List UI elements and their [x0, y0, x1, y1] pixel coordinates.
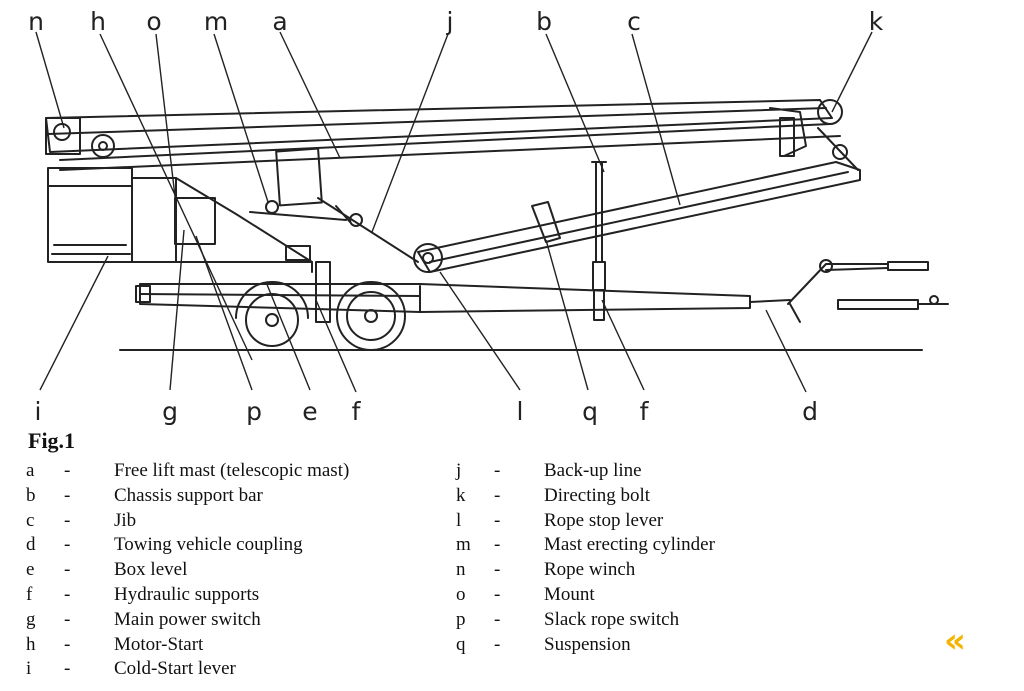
legend-dash: -	[64, 534, 71, 556]
brand-logo-icon: «	[944, 621, 966, 661]
legend-dash: -	[64, 658, 71, 680]
hydraulic-support	[591, 161, 607, 321]
legend-text: Back-up line	[544, 460, 642, 481]
figure-title: Fig.1	[28, 428, 76, 453]
jib	[413, 161, 861, 273]
directing-bolt	[769, 99, 859, 171]
legend-dash: -	[64, 559, 71, 581]
legend-text: Suspension	[544, 633, 631, 655]
callout-b: b	[536, 7, 552, 36]
legend-dash: -	[64, 509, 71, 531]
mast-erecting-cylinder	[249, 147, 347, 221]
callout-o: o	[146, 7, 161, 36]
callout-f-right: f	[640, 397, 650, 426]
legend-key: f	[26, 583, 33, 605]
legend-text: Slack rope switch	[544, 608, 680, 630]
callout-e: e	[302, 397, 317, 426]
legend-dash: -	[494, 460, 501, 481]
legend-dash: -	[64, 583, 71, 605]
legend-text: Jib	[114, 509, 137, 531]
back-up-line	[317, 197, 419, 263]
bottom-callouts: i g p e f l q f d	[35, 397, 818, 426]
legend-key: a	[26, 460, 35, 481]
top-callouts: n h o m a j b c k	[28, 7, 884, 36]
legend-key: h	[26, 633, 36, 655]
callout-h: h	[90, 7, 106, 36]
legend-dash: -	[494, 608, 501, 630]
legend-key: q	[456, 633, 466, 655]
legend-key: m	[456, 534, 471, 556]
legend-dash: -	[64, 484, 71, 506]
legend-dash: -	[494, 534, 501, 556]
legend-text: Main power switch	[114, 608, 261, 630]
callout-l: l	[517, 397, 524, 426]
legend-text: Motor-Start	[114, 633, 204, 655]
legend-dash: -	[64, 460, 71, 481]
legend-key: l	[456, 509, 462, 531]
legend-dash: -	[64, 608, 71, 630]
callout-d: d	[802, 397, 818, 426]
legend-text: Free lift mast (telescopic mast)	[114, 460, 350, 481]
legend-text: Towing vehicle coupling	[114, 534, 303, 556]
legend-text: Box level	[114, 559, 188, 581]
legend-key: o	[456, 583, 466, 605]
legend-key: c	[26, 509, 35, 531]
legend-text: Cold-Start lever	[114, 658, 236, 680]
legend-dash: -	[494, 509, 501, 531]
legend-key: d	[26, 534, 36, 556]
callout-f-left: f	[352, 397, 362, 426]
callout-n: n	[28, 7, 44, 36]
legend-text: Directing bolt	[544, 484, 651, 506]
legend-text: Rope winch	[544, 559, 636, 581]
suspension-bracket	[531, 201, 561, 243]
legend-dash: -	[494, 583, 501, 605]
towing-coupling	[749, 259, 949, 323]
callout-i: i	[35, 397, 42, 426]
mount-frame	[131, 177, 313, 273]
callout-k: k	[869, 7, 884, 36]
engine-box	[47, 167, 133, 263]
legend-key: b	[26, 484, 36, 506]
telescopic-mast	[45, 99, 841, 171]
wheels	[235, 261, 406, 351]
legend-dash: -	[494, 633, 501, 655]
callout-p: p	[246, 397, 262, 426]
legend-text: Chassis support bar	[114, 484, 263, 506]
legend-text: Mast erecting cylinder	[544, 534, 715, 556]
legend-dash: -	[494, 559, 501, 581]
legend-text: Mount	[544, 583, 595, 605]
callout-a: a	[272, 7, 287, 36]
legend-key: g	[26, 608, 36, 630]
legend-key: n	[456, 559, 466, 581]
main-power-switch-box	[174, 197, 216, 245]
callout-g: g	[162, 397, 178, 426]
callout-q: q	[582, 397, 598, 426]
legend-text: Hydraulic supports	[114, 583, 260, 605]
callout-c: c	[627, 7, 641, 36]
leader-lines	[35, 31, 873, 393]
legend-key: p	[456, 608, 466, 630]
legend-key: i	[26, 658, 32, 680]
legend-dash: -	[64, 633, 71, 655]
legend-key: k	[456, 484, 466, 506]
legend-key: e	[26, 559, 35, 581]
callout-m: m	[204, 7, 228, 36]
legend-key: j	[456, 460, 462, 481]
legend-text: Rope stop lever	[544, 509, 664, 531]
callout-j: j	[446, 7, 454, 36]
legend-dash: -	[494, 484, 501, 506]
rope-winch	[45, 117, 115, 158]
